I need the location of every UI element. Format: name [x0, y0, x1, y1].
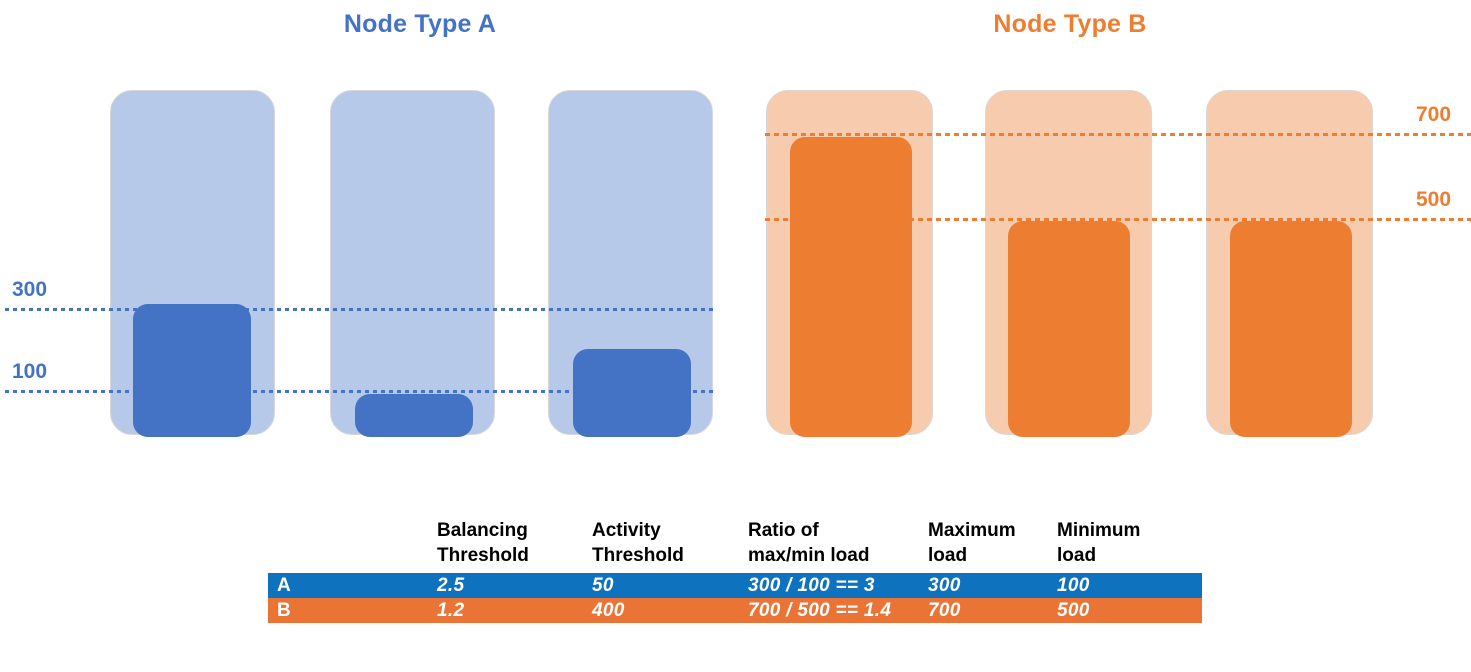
col-header-balancing-threshold: Balancing Threshold: [437, 520, 529, 566]
table-row-a: A 2.5 50 300 / 100 == 3 300 100: [268, 573, 1202, 598]
cell-b-balancing-threshold: 1.2: [437, 599, 465, 621]
threshold-line-300: [5, 308, 715, 311]
load-bar-a3: [573, 349, 691, 437]
col-header-minimum-load: Minimum load: [1057, 520, 1141, 566]
threshold-label-500: 500: [1416, 188, 1452, 211]
threshold-table: Balancing Threshold Activity Threshold R…: [268, 516, 1202, 623]
table-header-row: Balancing Threshold Activity Threshold R…: [268, 516, 1202, 573]
threshold-line-100: [5, 390, 715, 393]
row-label-b: B: [277, 599, 291, 621]
col-header-maximum-load: Maximum load: [928, 520, 1016, 566]
section-title-node-type-b: Node Type B: [993, 10, 1147, 38]
col-header-ratio: Ratio of max/min load: [748, 520, 870, 566]
col-header-activity-threshold: Activity Threshold: [592, 520, 684, 566]
node-capacity-container-a2: [330, 90, 495, 435]
row-label-a: A: [277, 574, 291, 596]
cell-a-ratio: 300 / 100 == 3: [748, 574, 875, 596]
threshold-line-700: [765, 133, 1471, 136]
cell-b-activity-threshold: 400: [592, 599, 625, 621]
load-bar-b3: [1230, 221, 1352, 437]
load-bar-a1: [133, 304, 251, 437]
load-bar-b1: [790, 137, 912, 437]
cell-b-maximum-load: 700: [928, 599, 961, 621]
table-header-empty: [268, 516, 437, 518]
cell-b-ratio: 700 / 500 == 1.4: [748, 599, 892, 621]
cell-a-minimum-load: 100: [1057, 574, 1090, 596]
table-row-b: B 1.2 400 700 / 500 == 1.4 700 500: [268, 598, 1202, 623]
cell-a-activity-threshold: 50: [592, 574, 614, 596]
threshold-label-700: 700: [1416, 103, 1452, 126]
cell-a-maximum-load: 300: [928, 574, 961, 596]
cell-b-minimum-load: 500: [1057, 599, 1090, 621]
load-bar-a2: [355, 394, 473, 437]
cell-a-balancing-threshold: 2.5: [437, 574, 465, 596]
threshold-label-100: 100: [12, 360, 48, 383]
threshold-line-500: [765, 218, 1471, 221]
load-bar-b2: [1008, 221, 1130, 437]
section-title-node-type-a: Node Type A: [343, 10, 497, 38]
threshold-label-300: 300: [12, 278, 48, 301]
